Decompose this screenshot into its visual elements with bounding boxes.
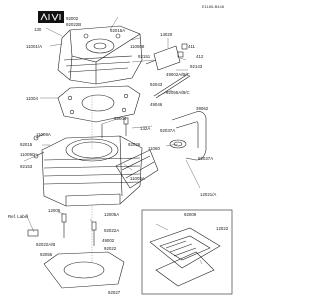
label-92022a: 92022A [104,228,120,233]
label-92055abc: 92055A/B/C [166,90,190,95]
label-49002: 49002 [102,238,115,243]
water-hose [171,111,207,161]
label-92153: 92153 [20,164,33,169]
label-92022ab: 92022A/B [36,242,56,247]
label-12022: 12022 [216,226,229,231]
label-130: 130 [34,27,42,32]
label-39062: 39062 [196,106,209,111]
label-92015a: 92015A [110,28,126,33]
label-11001a: 11001/A [26,44,43,49]
label-132a: 132A [140,126,151,131]
ref-label: Ref. Label [8,214,29,219]
label-92055: 92055 [40,252,53,257]
label-49046: 49046 [150,102,163,107]
diagram-code: E1165-B448 [202,4,224,9]
label-412: 412 [196,54,204,59]
label-12005: 12005 [48,208,61,213]
label-92143: 92143 [190,64,203,69]
parts-diagram: E1165-B448 92002 92022B 130 92015A 11001… [8,4,233,295]
label-12005a: 12005A [104,212,120,217]
label-92004: 92004 [114,116,127,121]
label-11009a: 11009A [36,132,51,137]
label-12021a: 12021/A [200,192,217,197]
thermostat-housing [153,45,181,71]
label-92037a-upper: 92037A [160,128,176,133]
label-49002abc: 49002A/B/C [166,72,190,77]
base-gasket [43,251,125,289]
reed-valve-inset [141,209,233,295]
label-92009: 92009 [184,212,197,217]
label-92043: 92043 [150,82,163,87]
label-92027: 92027 [108,290,121,295]
reed-housing [115,149,159,189]
label-411: 411 [188,44,195,49]
label-92151: 92151 [138,54,151,59]
label-92015: 92015 [20,142,33,147]
head-gasket [57,85,141,123]
label-11004: 11004 [26,96,38,101]
label-11005a: 11005A [130,176,145,181]
cylinder-block [41,135,143,207]
label-11009c: 11009C [20,152,36,157]
label-92022b: 92022B [66,22,82,27]
label-11060: 11060 [148,146,160,151]
cylinder-head [57,25,143,85]
label-92037a-lower: 92037A [198,156,214,161]
label-92022: 92022 [104,246,117,251]
label-92026: 92026 [128,142,141,147]
kawasaki-logo [38,10,64,23]
exploded-view-drawing [23,16,233,295]
label-110508: 110508 [130,44,145,49]
label-92002: 92002 [66,16,79,21]
label-14020: 14020 [160,32,173,37]
